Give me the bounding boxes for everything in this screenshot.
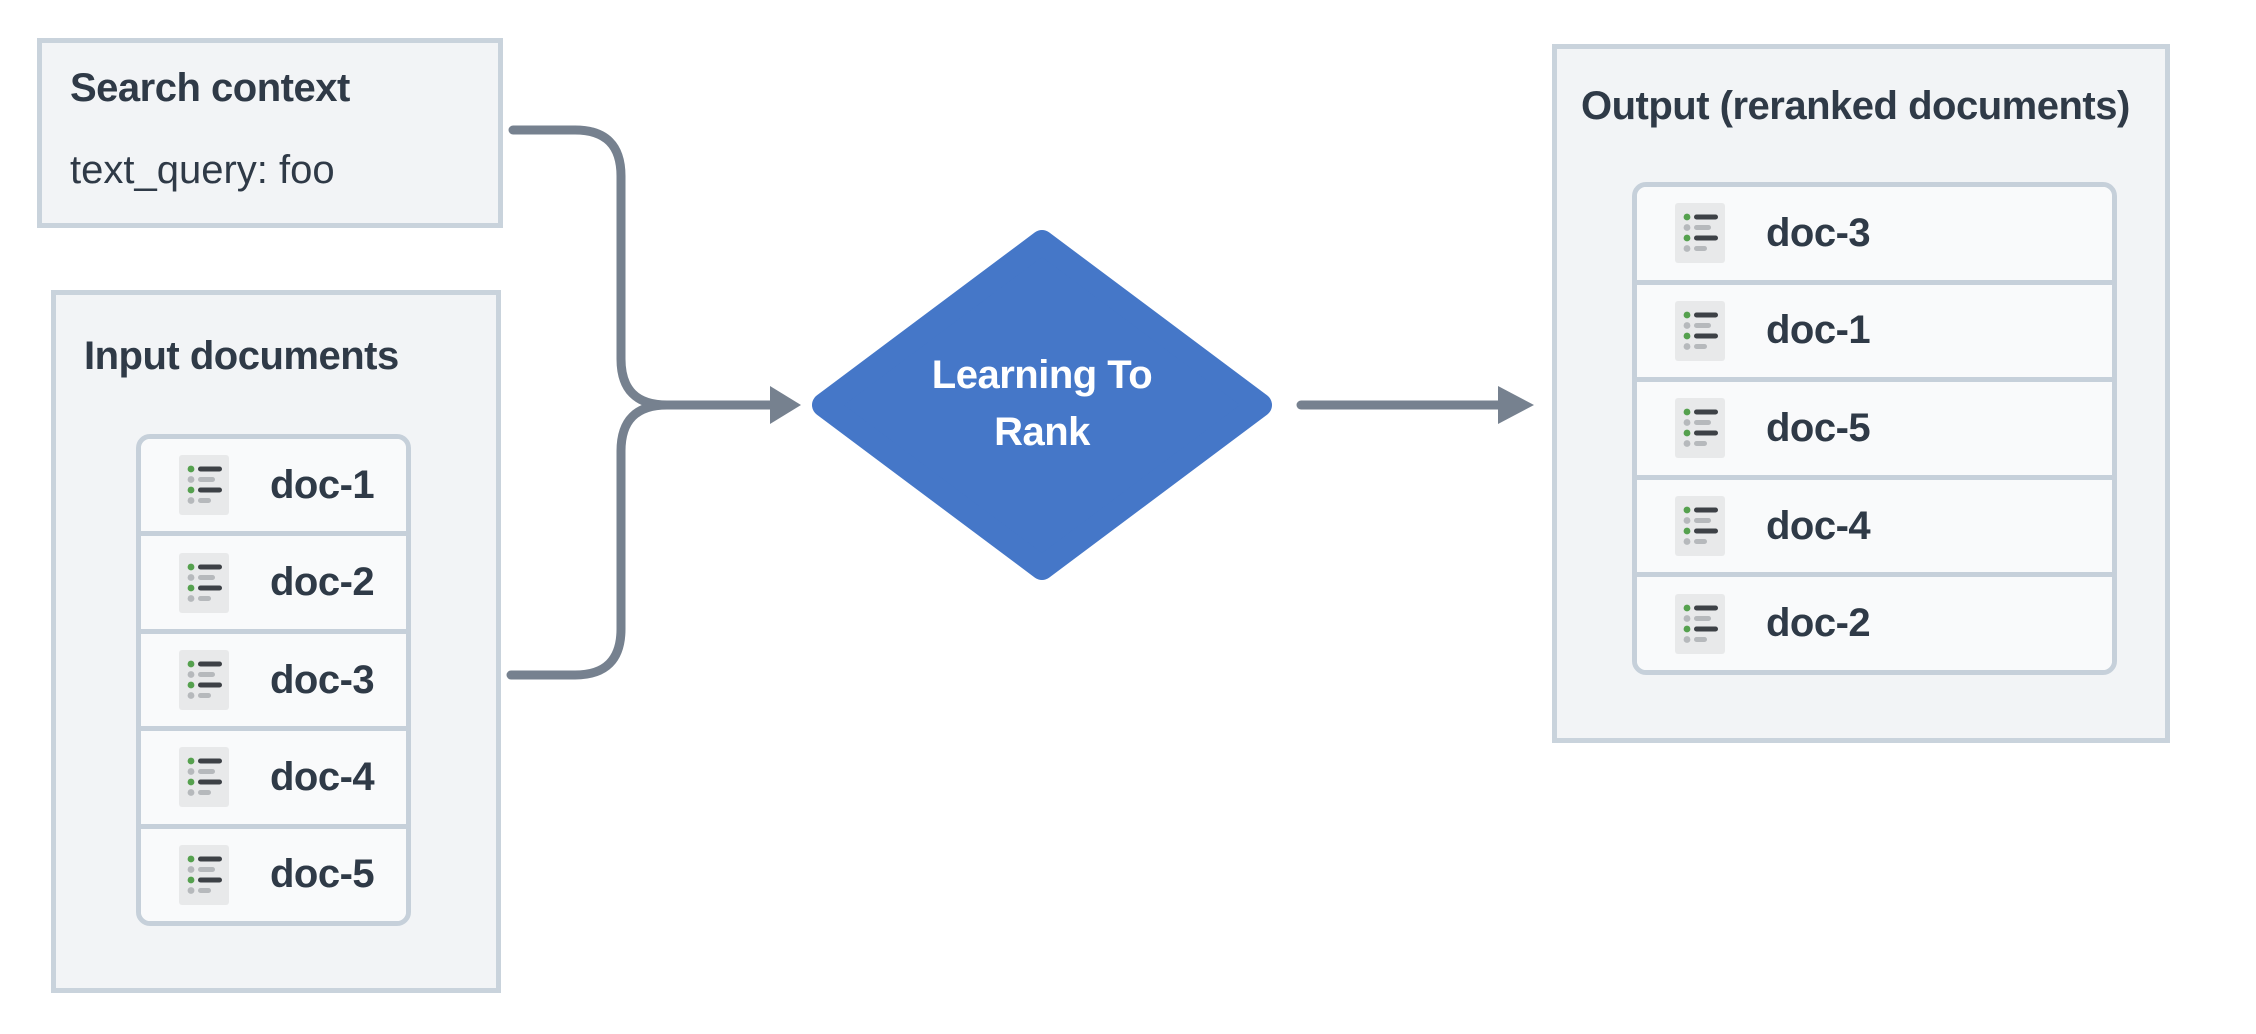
- document-list-icon: [1675, 301, 1725, 361]
- doc-row: doc-5: [1637, 377, 2112, 475]
- doc-label: doc-1: [270, 462, 375, 507]
- doc-row: doc-3: [1637, 187, 2112, 280]
- doc-row: doc-2: [1637, 572, 2112, 670]
- arrowhead-into-output: [1498, 386, 1534, 424]
- doc-label: doc-3: [270, 657, 375, 702]
- diamond-label-line1: Learning To: [931, 353, 1153, 397]
- doc-label: doc-5: [270, 852, 375, 897]
- search-context-panel: Search context text_query: foo: [37, 38, 503, 228]
- output-reranked-title: Output (reranked documents): [1581, 84, 2130, 128]
- doc-label: doc-5: [1766, 405, 1871, 450]
- doc-row: doc-4: [1637, 474, 2112, 573]
- diamond-label-line2: Rank: [994, 410, 1090, 454]
- document-list-icon: [179, 650, 229, 710]
- input-doc-list: doc-1 doc-2 doc-3 doc-4 doc-5: [136, 434, 411, 926]
- doc-label: doc-2: [270, 560, 375, 605]
- output-doc-list: doc-3 doc-1 doc-5 doc-4 doc-2: [1632, 182, 2117, 675]
- doc-row: doc-5: [141, 823, 406, 921]
- search-context-title: Search context: [70, 66, 350, 110]
- output-reranked-panel: Output (reranked documents) doc-3 doc-1 …: [1552, 44, 2170, 743]
- doc-row: doc-4: [141, 726, 406, 824]
- document-list-icon: [1675, 594, 1725, 654]
- document-list-icon: [179, 553, 229, 613]
- document-list-icon: [179, 845, 229, 905]
- document-list-icon: [179, 455, 229, 515]
- document-list-icon: [179, 747, 229, 807]
- doc-row: doc-1: [1637, 279, 2112, 378]
- document-list-icon: [1675, 496, 1725, 556]
- input-documents-panel: Input documents doc-1 doc-2 doc-3 doc-4 …: [51, 290, 501, 993]
- doc-row: doc-1: [141, 439, 406, 532]
- connector-from-input-documents: [506, 400, 672, 680]
- document-list-icon: [1675, 203, 1725, 263]
- arrowhead-into-diamond: [770, 386, 801, 424]
- doc-row: doc-3: [141, 628, 406, 727]
- input-documents-title: Input documents: [84, 334, 399, 378]
- doc-label: doc-4: [270, 754, 375, 799]
- doc-label: doc-1: [1766, 308, 1871, 353]
- doc-row: doc-2: [141, 531, 406, 629]
- connector-from-search-context: [508, 125, 672, 410]
- doc-label: doc-4: [1766, 503, 1871, 548]
- text-query-value: text_query: foo: [70, 148, 335, 192]
- doc-label: doc-3: [1766, 210, 1871, 255]
- diamond-label: Learning To Rank: [842, 347, 1242, 461]
- doc-label: doc-2: [1766, 601, 1871, 646]
- document-list-icon: [1675, 398, 1725, 458]
